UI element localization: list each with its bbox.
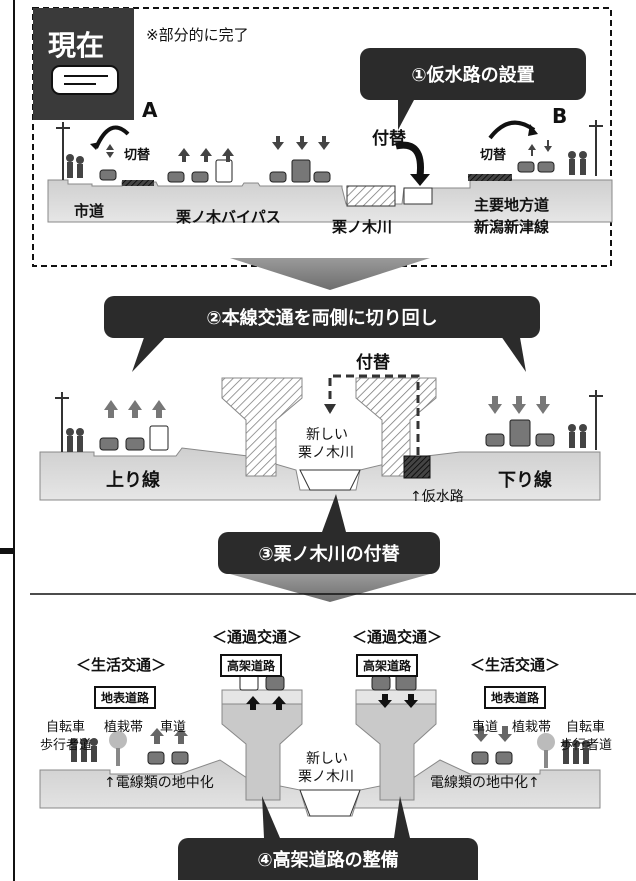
down-arrow-2: [230, 574, 430, 602]
people-section1: [66, 151, 587, 178]
step3-callout: ③栗ノ木川の付替: [218, 532, 440, 574]
pointing-hand-icon: [51, 65, 119, 95]
step3-callout-tail: [322, 494, 346, 532]
left-planting-label: 植栽帯: [104, 720, 144, 735]
relocate-dashed-path: [328, 374, 420, 456]
through-traffic-left: ＜通過交通＞: [212, 628, 303, 646]
elevated-road-right: 高架道路: [356, 654, 419, 677]
switch-arrow-B: [488, 120, 536, 140]
local-traffic-right: ＜生活交通＞: [470, 656, 561, 674]
down-line-label: 下り線: [498, 470, 552, 491]
road-main-label-1: 主要地方道: [474, 196, 550, 214]
partial-complete-note: ※部分的に完了: [146, 26, 249, 44]
road-bypass-label: 栗ノ木バイパス: [176, 208, 281, 226]
utility-poles-section2: [55, 390, 603, 452]
step4-callout-tail-right: [394, 796, 410, 838]
traffic-arrows-section1: [106, 136, 552, 162]
surface-road-left: 地表道路: [94, 686, 157, 709]
underground-left-label: ↑電線類の地中化: [104, 775, 214, 791]
up-line-label: 上り線: [106, 470, 160, 491]
step4-label: ④高架道路の整備: [257, 850, 399, 871]
new-river-label-2a: 新しい: [306, 427, 348, 443]
step3-label: ③栗ノ木川の付替: [258, 544, 400, 565]
temp-channel-label: ↑仮水路: [410, 489, 464, 505]
local-traffic-left: ＜生活交通＞: [76, 656, 167, 674]
left-carriageway-label: 車道: [160, 720, 187, 735]
step4-callout: ④高架道路の整備: [178, 838, 478, 880]
relocate-label-1: 付替: [372, 129, 406, 149]
new-river-label-3b: 栗ノ木川: [298, 769, 354, 785]
relocate-label-2: 付替: [356, 353, 390, 373]
through-traffic-right: ＜通過交通＞: [352, 628, 443, 646]
right-planting-label: 植栽帯: [512, 720, 552, 735]
trees-section3: [109, 731, 555, 768]
temp-channel-2: [403, 455, 431, 479]
new-river-channel-3: [299, 789, 361, 817]
road-city-label: 市道: [74, 202, 105, 220]
label-a: A: [142, 98, 158, 122]
road-main-label-2: 新潟新津線: [474, 218, 550, 236]
step1-callout: ①仮水路の設置: [360, 48, 586, 100]
vehicles-section1: [99, 159, 555, 183]
right-bicycle-label: 自転車: [566, 720, 606, 735]
utility-poles-section1: [56, 120, 603, 180]
step2-callout: ②本線交通を両側に切り回し: [104, 296, 540, 338]
left-pedestrian-label: 歩行者道: [40, 738, 93, 753]
elevated-road-left: 高架道路: [220, 654, 283, 677]
new-river-label-2b: 栗ノ木川: [298, 445, 354, 461]
people-section2: [66, 424, 587, 452]
new-river-channel-2: [299, 469, 361, 491]
down-arrow-1: [230, 258, 430, 290]
hatched-lane-left: [122, 180, 154, 186]
traffic-arrows-section3: [150, 694, 512, 744]
left-border-tick: [0, 548, 14, 554]
step2-label: ②本線交通を両側に切り回し: [206, 308, 438, 329]
left-bicycle-label: 自転車: [46, 720, 86, 735]
right-carriageway-label: 車道: [472, 720, 499, 735]
new-river-label-3a: 新しい: [306, 751, 348, 767]
now-badge-label: 現在: [48, 29, 105, 62]
switch-label-left: 切替: [124, 148, 151, 163]
people-section3: [70, 738, 590, 764]
relocate-arrow-1: [395, 141, 424, 177]
step1-callout-tail: [398, 100, 414, 130]
elevated-structures-section3: [221, 689, 437, 801]
step1-label: ①仮水路の設置: [411, 65, 535, 86]
river-label: 栗ノ木川: [332, 218, 393, 236]
temp-channel-hatch: [346, 185, 396, 207]
label-b: B: [552, 104, 568, 128]
vehicles-section2: [99, 419, 555, 451]
hatched-lane-right: [468, 174, 512, 181]
river-channel-1: [403, 187, 433, 205]
now-badge-bg: [33, 8, 134, 120]
traffic-arrows-section2: [104, 396, 550, 418]
right-pedestrian-label: 歩行者道: [560, 738, 613, 753]
switch-label-right: 切替: [480, 148, 507, 163]
underground-right-label: 電線類の地中化↑: [430, 775, 540, 791]
step4-callout-tail-left: [262, 796, 280, 838]
surface-road-right: 地表道路: [484, 686, 547, 709]
